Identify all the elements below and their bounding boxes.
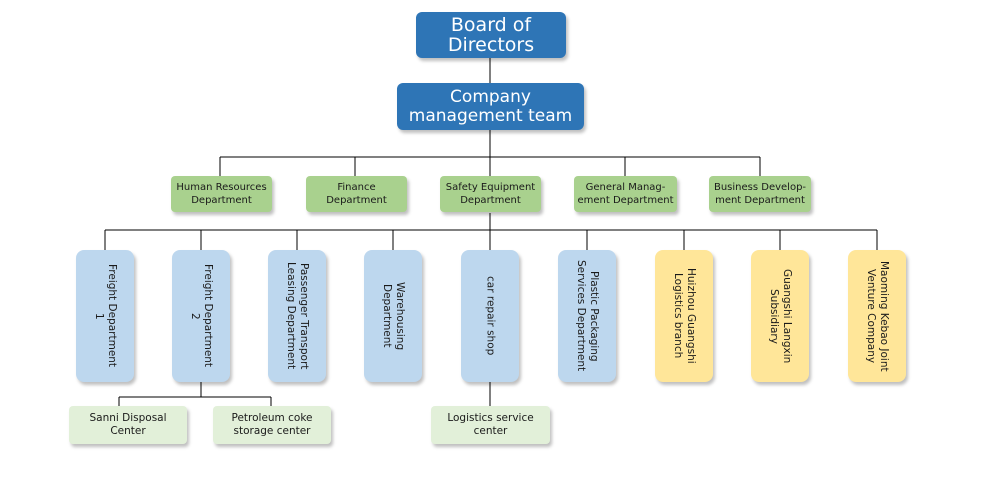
dept-business-development: Business Develop- ment Department (709, 176, 811, 212)
management-team-box: Company management team (397, 83, 584, 130)
unit-warehousing: Warehousing Department (364, 250, 422, 382)
unit-guangshi-langxin-label: Guangshi Langxin Subsidiary (768, 268, 793, 364)
board-of-directors-box: Board of Directors (416, 12, 566, 58)
unit-car-repair-shop: car repair shop (461, 250, 519, 382)
management-team-label: Company management team (408, 86, 573, 126)
dept-general-management-label: General Manag- ement Department (577, 182, 674, 206)
subunit-logistics-service: Logistics service center (431, 406, 550, 444)
subunit-petroleum-coke-label: Petroleum coke storage center (231, 412, 313, 437)
dept-finance-label: Finance Department (326, 182, 387, 206)
unit-plastic-packaging-label: Plastic Packaging Services Department (575, 260, 600, 372)
unit-guangshi-langxin: Guangshi Langxin Subsidiary (751, 250, 809, 382)
unit-huizhou-logistics: Huizhou Guangshi Logistics branch (655, 250, 713, 382)
dept-general-management: General Manag- ement Department (574, 176, 677, 212)
unit-maoming-kebao-label: Maoming Kebao Joint Venture Company (865, 260, 890, 372)
unit-warehousing-label: Warehousing Department (381, 281, 406, 351)
unit-car-repair-shop-label: car repair shop (484, 276, 497, 356)
subunit-sanni-disposal: Sanni Disposal Center (69, 406, 187, 444)
subunit-petroleum-coke: Petroleum coke storage center (213, 406, 331, 444)
unit-huizhou-logistics-label: Huizhou Guangshi Logistics branch (672, 268, 697, 364)
unit-passenger-transport: Passenger Transport Leasing Department (268, 250, 326, 382)
dept-safety-equipment: Safety Equipment Department (440, 176, 541, 212)
unit-plastic-packaging: Plastic Packaging Services Department (558, 250, 616, 382)
dept-human-resources: Human Resources Department (171, 176, 272, 212)
unit-freight-2-label: Freight Department 2 (189, 264, 214, 368)
subunit-logistics-service-label: Logistics service center (447, 412, 534, 437)
dept-finance: Finance Department (306, 176, 407, 212)
unit-freight-1-label: Freight Department 1 (93, 264, 118, 368)
unit-passenger-transport-label: Passenger Transport Leasing Department (285, 262, 310, 370)
subunit-sanni-disposal-label: Sanni Disposal Center (89, 412, 167, 437)
unit-freight-1: Freight Department 1 (76, 250, 134, 382)
unit-maoming-kebao: Maoming Kebao Joint Venture Company (848, 250, 906, 382)
dept-human-resources-label: Human Resources Department (176, 182, 267, 206)
unit-freight-2: Freight Department 2 (172, 250, 230, 382)
board-of-directors-label: Board of Directors (447, 14, 535, 56)
dept-business-development-label: Business Develop- ment Department (713, 182, 807, 206)
dept-safety-equipment-label: Safety Equipment Department (445, 182, 536, 206)
